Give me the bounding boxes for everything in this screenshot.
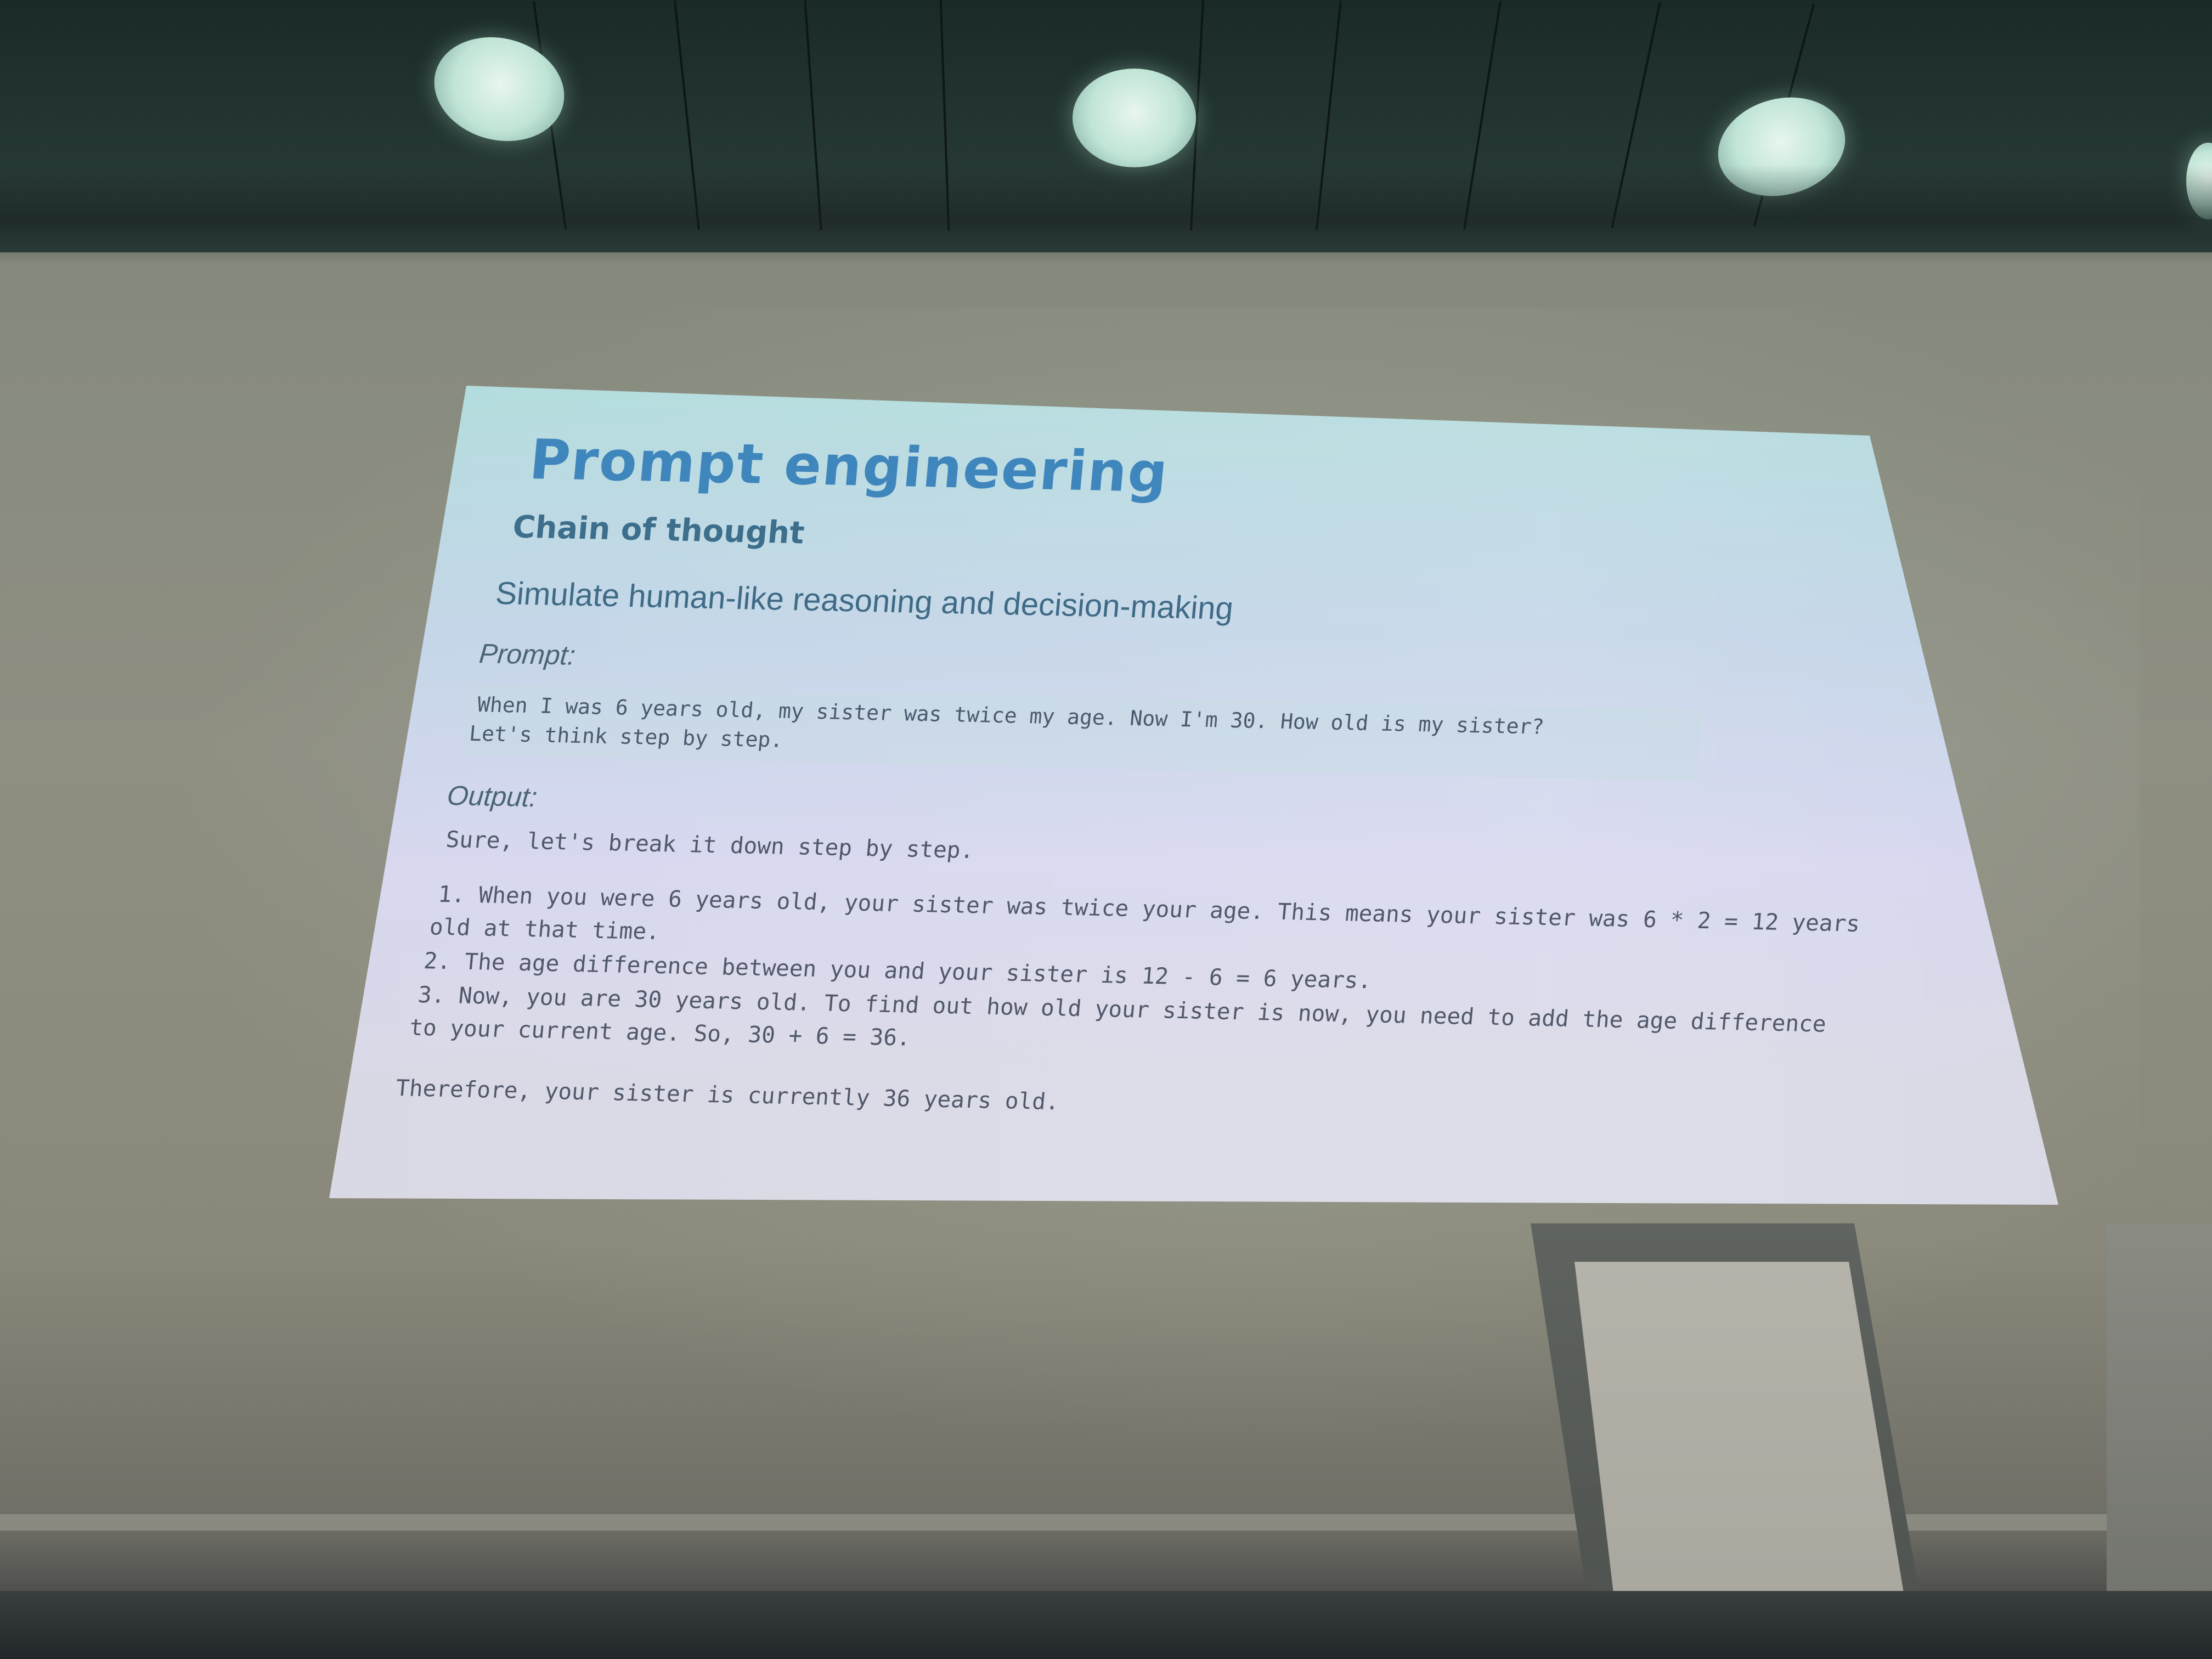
slide-subtitle: Chain of thought [511,509,806,551]
slide: Prompt engineering Chain of thought Simu… [357,403,1942,1212]
output-conclusion: Therefore, your sister is currently 36 y… [394,1075,1060,1115]
ceiling-light [1073,69,1196,167]
prompt-label: Prompt: [478,638,577,671]
floor-edge [0,1591,2212,1659]
output-label: Output: [445,780,539,813]
ceiling-shadow [0,165,2212,263]
slide-title: Prompt engineering [527,427,1171,505]
slide-tagline: Simulate human-like reasoning and decisi… [494,575,1235,627]
output-step-line: to your current age. So, 30 + 6 = 36. [408,1014,912,1051]
side-door [2107,1223,2212,1659]
output-step-line: old at that time. [428,913,662,945]
output-intro: Sure, let's break it down step by step. [444,826,975,864]
